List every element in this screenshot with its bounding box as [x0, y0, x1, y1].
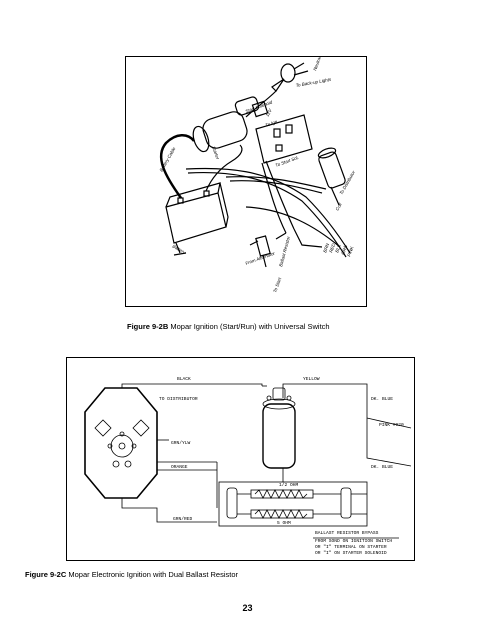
orange-wire-label: ORANGE	[171, 464, 188, 470]
from-alternator-label: From Alternator	[245, 250, 276, 266]
figure-9-2c-caption: Figure 9-2C Mopar Electronic Ignition wi…	[25, 570, 238, 579]
to-distributor-label: TO DISTRIBUTOR	[159, 396, 198, 402]
bypass-line-3: OR "I" TERMINAL ON STARTER	[315, 544, 387, 550]
starter-label: Starter	[211, 146, 220, 161]
dk-blue-label-2: DK. BLUE	[371, 464, 393, 470]
figure-9-2b-title: Mopar Ignition (Start/Run) with Universa…	[170, 322, 330, 331]
mopar-start-run-diagram: Neutral Safety Sw. To Back-up Lights Sta…	[159, 57, 357, 293]
battery-label: Battery	[172, 244, 187, 256]
figure-9-2c-label: Figure 9-2C	[25, 570, 67, 579]
half-ohm-label: 1/2 OHM	[279, 482, 299, 488]
grn-red-label: GRN/RED	[173, 516, 193, 522]
twelve-volt-label: 12V	[265, 107, 274, 117]
electronic-ignition-diagram: BLACK YELLOW TO DISTRIBUTOR DK. BLUE PIN…	[84, 376, 412, 556]
wire-blk-label: BLK	[334, 243, 342, 254]
backup-lights-label: To Back-up Lights	[295, 77, 332, 88]
figure-9-2b-caption: Figure 9-2B Mopar Ignition (Start/Run) w…	[127, 322, 330, 331]
bypass-title: BALLAST RESISTOR BYPASS	[315, 530, 379, 536]
figure-9-2c: BLACK YELLOW TO DISTRIBUTOR DK. BLUE PIN…	[66, 357, 415, 561]
bypass-line-4: OR "I" ON STARTER SOLENOID	[315, 550, 387, 556]
figure-9-2b-label: Figure 9-2B	[127, 322, 169, 331]
pink-920-label: PINK #920	[379, 422, 404, 428]
bypass-line-2: FROM SOND ON IGNITION SWITCH	[315, 538, 392, 544]
black-wire-label: BLACK	[177, 376, 191, 382]
wire-grn-label: GRN	[340, 244, 348, 256]
wire-pink-label: PINK	[346, 245, 355, 258]
dk-blue-label-1: DK. BLUE	[371, 396, 393, 402]
coil-label: Coil	[335, 201, 344, 211]
ballast-label: Ballast Resistor	[278, 235, 291, 267]
five-ohm-label: 5 OHM	[277, 520, 291, 526]
figure-9-2b: Neutral Safety Sw. To Back-up Lights Sta…	[125, 56, 367, 307]
to-distributor-label: To Distributor	[339, 170, 357, 196]
wire-brn-label: BRN	[322, 242, 330, 253]
figure-9-2c-title: Mopar Electronic Ignition with Dual Ball…	[68, 570, 239, 579]
grn-ylw-label: GRN/YLW	[171, 440, 191, 446]
to-ign-label: To Ign.	[265, 119, 279, 128]
page-number: 23	[242, 603, 253, 613]
neutral-safety-label: Neutral Safety Sw.	[312, 57, 329, 71]
wire-red-label: RED	[328, 242, 336, 253]
to-start-label: To Start	[272, 276, 282, 293]
yellow-wire-label: YELLOW	[303, 376, 320, 382]
